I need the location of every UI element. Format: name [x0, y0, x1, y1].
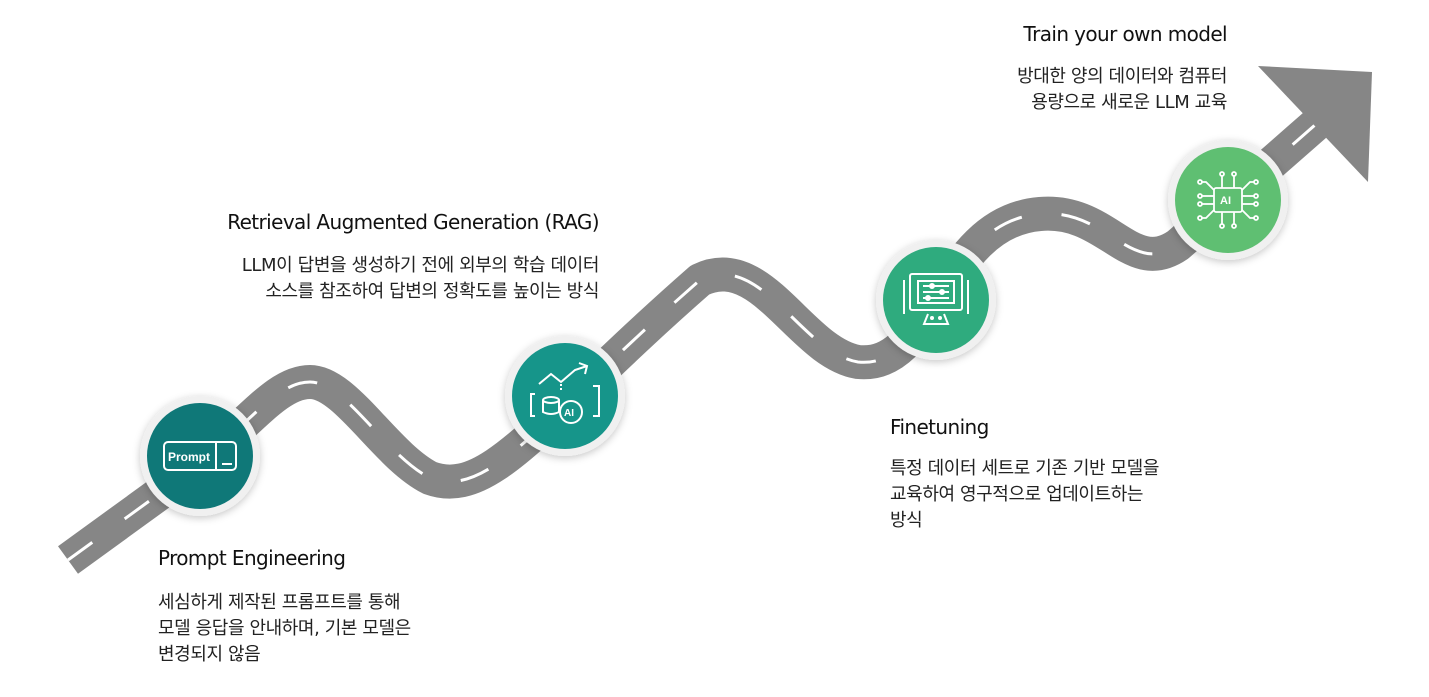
prompt-badge: Prompt — [140, 396, 260, 516]
arrow-head — [1258, 66, 1372, 182]
rag-description: LLM이 답변을 생성하기 전에 외부의 학습 데이터 소스를 참조하여 답변의… — [241, 255, 600, 302]
rag-icon-label: AI — [564, 408, 574, 419]
road-path — [58, 66, 1372, 574]
prompt-terminal-icon: Prompt — [163, 441, 237, 471]
monitor-sliders-icon — [903, 273, 969, 325]
rag-title: Retrieval Augmented Generation (RAG) — [227, 210, 599, 234]
ai-chip-icon: AI — [1197, 171, 1259, 229]
train-description: 방대한 양의 데이터와 컴퓨터 용량으로 새로운 LLM 교육 — [1017, 66, 1227, 113]
train-title: Train your own model — [1023, 22, 1227, 46]
prompt-description: 세심하게 제작된 프롬프트를 통해 모델 응답을 안내하며, 기본 모델은 변경… — [158, 592, 411, 665]
prompt-icon-label: Prompt — [168, 450, 210, 464]
ai-database-trend-icon: AI — [530, 362, 600, 424]
finetuning-badge — [876, 240, 996, 360]
train-badge: AI — [1168, 140, 1288, 260]
prompt-title: Prompt Engineering — [158, 546, 346, 570]
rag-badge: AI — [505, 336, 625, 456]
finetuning-title: Finetuning — [890, 415, 989, 439]
train-icon-label: AI — [1220, 195, 1231, 207]
finetuning-description: 특정 데이터 세트로 기존 기반 모델을 교육하여 영구적으로 업데이트하는 방… — [890, 458, 1160, 531]
